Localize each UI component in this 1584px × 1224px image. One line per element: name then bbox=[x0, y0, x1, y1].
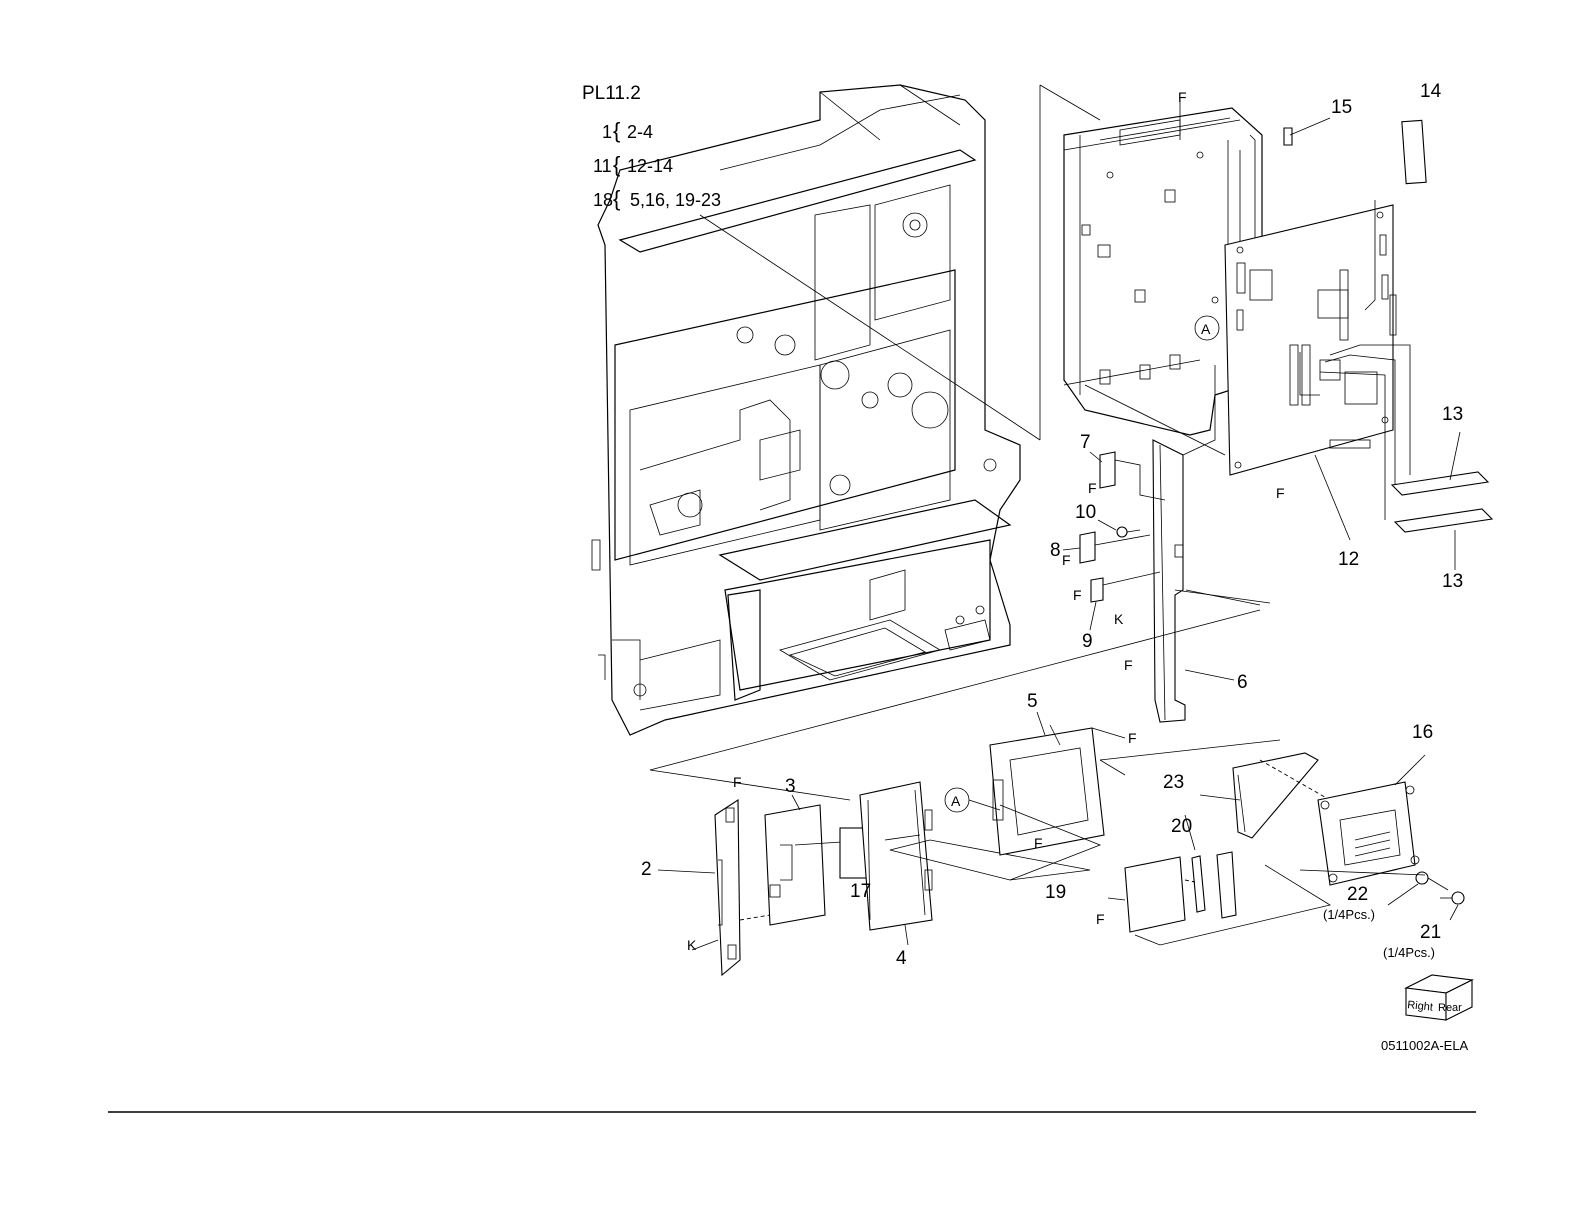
callout-13a: 13 bbox=[1442, 404, 1463, 425]
group-parent-1: 1 bbox=[602, 122, 612, 142]
callout-16: 16 bbox=[1412, 722, 1433, 743]
callout-6: 6 bbox=[1237, 672, 1248, 693]
svg-text:A: A bbox=[951, 793, 961, 809]
ref-circle-a-top: A bbox=[1195, 316, 1219, 340]
group-parent-2: 11 bbox=[593, 156, 612, 176]
svg-text:K: K bbox=[687, 937, 697, 953]
svg-text:F: F bbox=[1276, 485, 1285, 501]
orientation-cube: Right Rear bbox=[1406, 975, 1472, 1020]
svg-text:F: F bbox=[1178, 89, 1187, 105]
orientation-rear: Rear bbox=[1438, 1002, 1462, 1014]
figure-id: 0511002A-ELA bbox=[1381, 1038, 1469, 1053]
svg-text:F: F bbox=[733, 774, 742, 790]
cable-20 bbox=[1185, 815, 1236, 918]
svg-text:F: F bbox=[1124, 657, 1133, 673]
callout-20: 20 bbox=[1171, 816, 1192, 837]
pwb-3 bbox=[740, 795, 842, 925]
svg-text:F: F bbox=[1128, 730, 1137, 746]
hdd-assembly-16 bbox=[1318, 755, 1425, 885]
callout-22-qty: (1/4Pcs.) bbox=[1323, 907, 1375, 922]
board-12 bbox=[1225, 205, 1396, 475]
plate-header: PL11.2 1 2-4 11 12-14 18 5,16, 19-23 { {… bbox=[582, 83, 721, 211]
callout-7: 7 bbox=[1080, 432, 1091, 453]
group-children-1: 2-4 bbox=[627, 122, 653, 142]
brace-3: { bbox=[613, 186, 620, 211]
bracket-15 bbox=[1284, 118, 1330, 145]
bracket-5 bbox=[990, 725, 1125, 880]
callout-5: 5 bbox=[1027, 691, 1038, 712]
callout-19: 19 bbox=[1045, 882, 1066, 903]
callout-21: 21 bbox=[1420, 922, 1441, 943]
bracket-8 bbox=[1080, 532, 1150, 563]
leader-main-to-panel bbox=[1040, 85, 1100, 120]
svg-text:F: F bbox=[1073, 587, 1082, 603]
callout-14: 14 bbox=[1420, 81, 1442, 102]
svg-text:F: F bbox=[1088, 480, 1097, 496]
brace-1: { bbox=[613, 118, 620, 143]
callout-8: 8 bbox=[1050, 540, 1061, 561]
card-14 bbox=[1402, 120, 1426, 183]
callout-2: 2 bbox=[641, 859, 652, 880]
group-children-3: 5,16, 19-23 bbox=[630, 190, 721, 210]
callout-10: 10 bbox=[1075, 502, 1096, 523]
svg-text:F: F bbox=[1062, 552, 1071, 568]
callout-23: 23 bbox=[1163, 772, 1184, 793]
screw-10 bbox=[1117, 527, 1140, 537]
bracket-2 bbox=[658, 800, 740, 975]
callout-21-qty: (1/4Pcs.) bbox=[1383, 945, 1435, 960]
hdd-23 bbox=[1200, 753, 1330, 838]
plate-id: PL11.2 bbox=[582, 83, 641, 104]
callout-15: 15 bbox=[1331, 97, 1352, 118]
svg-text:F: F bbox=[1034, 835, 1043, 851]
callout-22: 22 bbox=[1347, 884, 1368, 905]
svg-text:A: A bbox=[1201, 321, 1211, 337]
bracket-9 bbox=[1091, 572, 1160, 602]
svg-text:K: K bbox=[1114, 611, 1124, 627]
svg-text:F: F bbox=[1096, 911, 1105, 927]
callout-3: 3 bbox=[785, 776, 796, 797]
callout-9: 9 bbox=[1082, 631, 1093, 652]
ref-circle-a-bottom: A bbox=[945, 788, 1000, 812]
callout-12: 12 bbox=[1338, 549, 1359, 570]
callout-17: 17 bbox=[850, 881, 871, 902]
callout-13b: 13 bbox=[1442, 571, 1463, 592]
machine-frame bbox=[592, 85, 1020, 735]
callout-4: 4 bbox=[896, 948, 907, 969]
